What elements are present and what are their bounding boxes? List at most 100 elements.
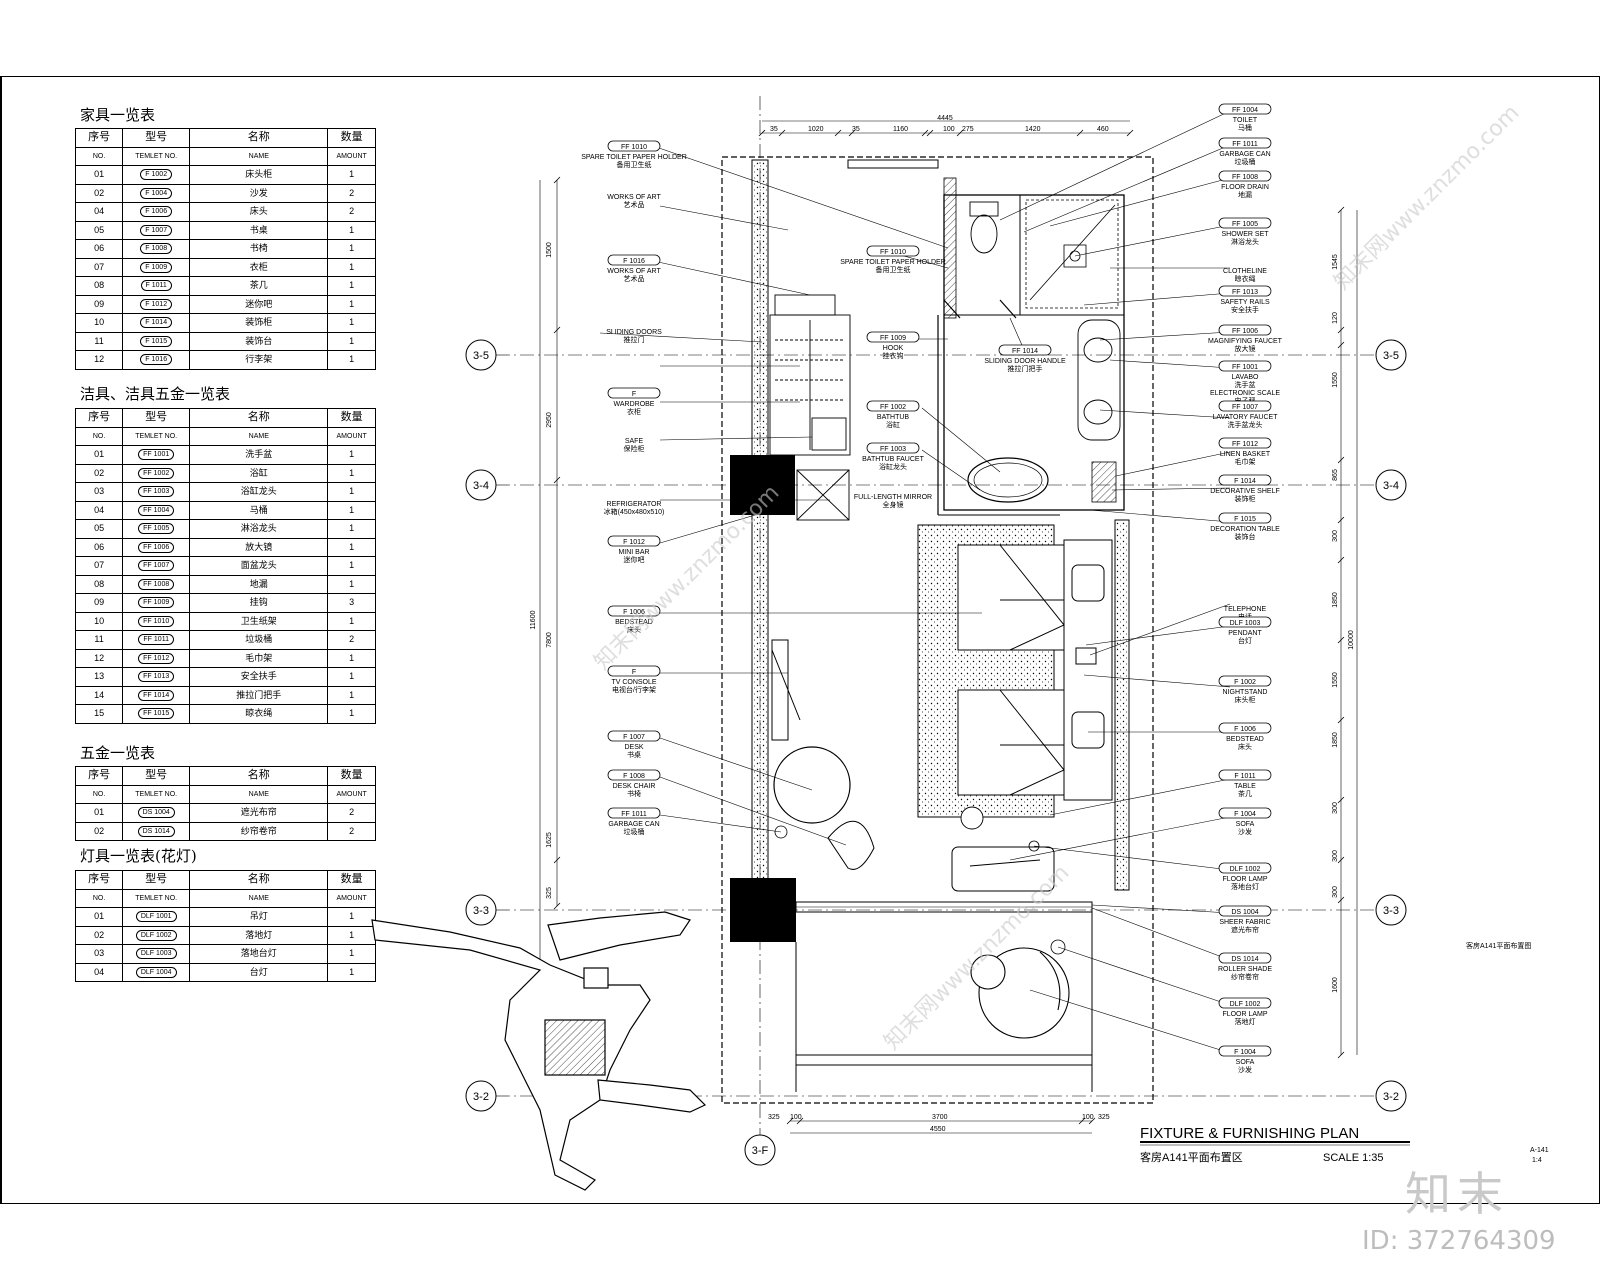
schedule-model-tag: DLF 1004 xyxy=(122,962,191,982)
callout-label-cn: 洗手盆 xyxy=(1235,380,1256,389)
callout-tag-bubble xyxy=(1218,952,1272,964)
tv-console xyxy=(771,639,801,741)
callout-tag-text: DLF 1002 xyxy=(1230,866,1261,873)
callout-label-en: BATHTUB FAUCET xyxy=(862,456,924,463)
drawing-frame-left xyxy=(0,76,2,1204)
callout-label-cn: 推拉门 xyxy=(624,335,645,344)
svg-text:300: 300 xyxy=(1332,886,1339,898)
callout-label-cn: 安全扶手 xyxy=(1231,305,1259,314)
callout-label-cn: 推拉门把手 xyxy=(1008,364,1043,373)
dim-top-7: 1420 xyxy=(1025,126,1041,133)
callout-label-cn: 洗手盆龙头 xyxy=(1228,420,1263,429)
plan-scale: SCALE 1:35 xyxy=(1323,1152,1384,1164)
callout-tag-text: FF 1010 xyxy=(621,144,647,151)
callout-label-cn: 毛巾架 xyxy=(1235,457,1256,466)
entry-wall xyxy=(847,159,939,169)
dimension-tick xyxy=(1337,341,1345,349)
callout-tag-bubble xyxy=(1218,807,1272,819)
callout-label-cn: 垃圾桶 xyxy=(624,827,645,836)
dimension-tick xyxy=(1337,636,1345,644)
callout-tag-bubble xyxy=(1218,769,1272,781)
callout-label-cn: 垃圾桶 xyxy=(1235,157,1256,166)
callout-tag-text: FF 1012 xyxy=(1232,441,1258,448)
callout-label-cn: 衣柜 xyxy=(627,407,641,416)
callout-tag-text: DLF 1003 xyxy=(1230,620,1261,627)
headboard xyxy=(1063,539,1113,801)
callout-tag-bubble xyxy=(607,769,661,781)
dim-top-3: 35 xyxy=(852,126,860,133)
schedule-header-cell: 序号 xyxy=(74,128,124,148)
callout-label-en: TELEPHONE xyxy=(1224,606,1267,613)
schedule-no: 04 xyxy=(74,962,124,982)
schedule-amount: 1 xyxy=(327,962,376,982)
callout-label-en: ELECTRONIC SCALE xyxy=(1210,390,1280,397)
schedule-no: 02 xyxy=(74,183,124,203)
callout-tag-bubble xyxy=(607,807,661,819)
callout-tag-text: F 1014 xyxy=(1234,478,1256,485)
sofa-interior xyxy=(951,846,1055,892)
callout-label-en: WORKS OF ART xyxy=(607,268,661,275)
bathroom-partition xyxy=(943,177,957,319)
axis-label-3-2-left: 3-2 xyxy=(473,1091,489,1103)
callout-leaders xyxy=(599,110,1231,1054)
desk-chair xyxy=(827,820,875,870)
schedule-amount: 1 xyxy=(327,220,376,240)
dimension-lines xyxy=(539,120,1358,1134)
callout-tag-text: FF 1011 xyxy=(1232,141,1258,148)
callout-label-cn: 装饰台 xyxy=(1235,532,1256,541)
callout-label-cn: 床头柜 xyxy=(1235,695,1256,704)
svg-text:2950: 2950 xyxy=(546,412,553,428)
callout-tag-bubble xyxy=(1218,997,1272,1009)
dimension-tick xyxy=(1337,796,1345,804)
callout-label-en: SOFA xyxy=(1236,1059,1255,1066)
schedule-amount: 1 xyxy=(327,165,376,185)
callout-tag-bubble xyxy=(1218,616,1272,628)
callout-label-cn: 电子秤 xyxy=(1235,396,1256,405)
schedule-header-cell: 序号 xyxy=(74,870,124,890)
shower-fixture xyxy=(1025,199,1119,309)
callout-tag-text: FF 1003 xyxy=(880,446,906,453)
bed-1 xyxy=(957,544,1065,651)
callout-label-en: HOOK xyxy=(883,345,904,352)
schedule-subheader-cell: NAME xyxy=(189,146,329,166)
svg-text:120: 120 xyxy=(1332,312,1339,324)
dimension-tick xyxy=(778,129,786,137)
callout-tag-text: F xyxy=(632,669,636,676)
dimension-tick xyxy=(1337,326,1345,334)
callout-label-cn: 备用卫生纸 xyxy=(876,265,911,274)
dim-top-8: 460 xyxy=(1097,126,1109,133)
callout-tag-text: F 1006 xyxy=(623,609,645,616)
linen-basket xyxy=(1091,461,1117,503)
callout-tag-bubble xyxy=(1218,722,1272,734)
dimension-tick xyxy=(1088,1117,1096,1125)
dim-top-total: 4445 xyxy=(937,115,953,122)
callout-label-cn: 落地灯 xyxy=(1235,1017,1256,1026)
callout-label-cn: 装饰柜 xyxy=(1235,494,1256,503)
grid-bubble-3-5 xyxy=(465,339,1407,371)
callout-label-cn: 床头 xyxy=(1238,742,1252,751)
svg-text:1500: 1500 xyxy=(546,242,553,258)
svg-text:11600: 11600 xyxy=(530,610,537,629)
callout-tag-text: FF 1011 xyxy=(621,811,647,818)
axis-label-3-2-right: 3-2 xyxy=(1383,1091,1399,1103)
callout-label-en: FLOOR LAMP xyxy=(1222,1011,1267,1018)
sheet-ref-top: A-141 xyxy=(1530,1147,1549,1154)
